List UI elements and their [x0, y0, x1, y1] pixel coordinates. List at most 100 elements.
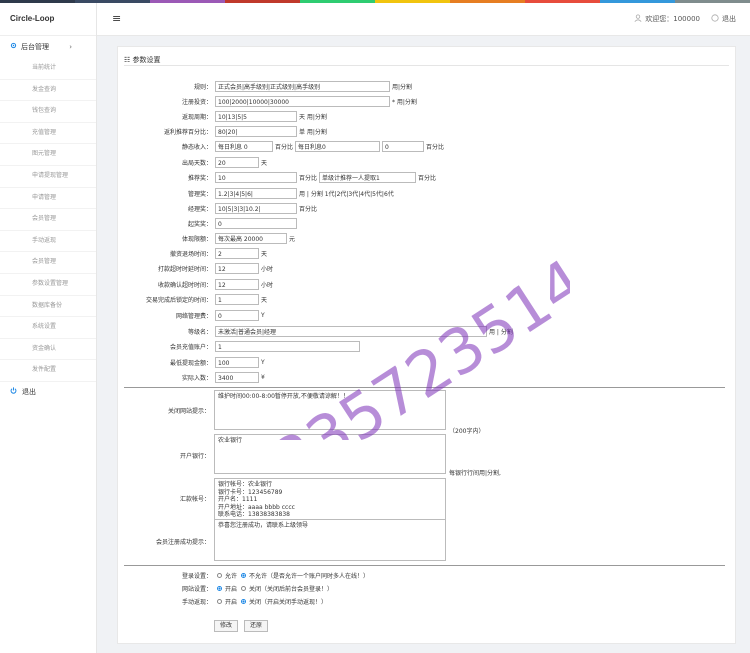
radio-button[interactable] — [241, 573, 247, 578]
panel-divider — [124, 65, 729, 66]
text-input[interactable]: 2 — [215, 248, 259, 259]
field-label: 实际入数： — [181, 375, 212, 382]
radio-button[interactable] — [217, 586, 222, 591]
text-input[interactable]: 0 — [382, 141, 425, 152]
field-label: 推荐奖： — [187, 175, 212, 182]
textarea[interactable]: 农业银行 — [214, 434, 446, 474]
form-row: 经理奖：10|5|3|3|10.2|百分比 — [118, 202, 718, 215]
sidebar-item[interactable]: 钱包查询 — [0, 101, 96, 123]
sidebar-item[interactable]: 会员管理 — [0, 209, 96, 231]
sidebar-item[interactable]: 发金查询 — [0, 80, 96, 102]
top-logout-button[interactable]: 退出 — [711, 14, 736, 24]
field-controls: 10|5|3|3|10.2|百分比 — [215, 202, 317, 215]
field-hint: 天 — [261, 160, 268, 167]
sidebar-item[interactable]: 申请管理 — [0, 188, 96, 210]
field-controls: 3400¥ — [215, 371, 265, 384]
text-input[interactable]: 20 — [215, 157, 259, 168]
text-input[interactable]: 1.2|3|4|5|6| — [215, 188, 297, 199]
textarea-label: 开户银行： — [179, 453, 210, 460]
text-input[interactable]: 正式会员|高手级别|正式级别|高手级别 — [215, 81, 390, 92]
sidebar-section-admin[interactable]: 后台管理 › — [0, 36, 96, 58]
sidebar-item[interactable]: 充值管理 — [0, 123, 96, 145]
sidebar-item[interactable]: 资金确认 — [0, 339, 96, 361]
sidebar-section-label: 后台管理 — [21, 43, 49, 51]
sidebar-item[interactable]: 当前统计 — [0, 58, 96, 80]
reset-button[interactable]: 还原 — [244, 620, 269, 632]
power-icon — [10, 382, 17, 402]
field-hint: Y — [261, 359, 265, 366]
field-hint: 天 用|分割 — [299, 114, 327, 121]
text-input[interactable]: 12 — [215, 263, 259, 274]
form-row: 会员充值账户：1 — [118, 340, 718, 353]
text-input[interactable]: 每次最高 20000 — [215, 233, 287, 244]
sidebar-item[interactable]: 图元管理 — [0, 144, 96, 166]
top-bar: ≡ 欢迎您：100000 退出 — [97, 3, 750, 36]
sidebar-item[interactable]: 手动返现 — [0, 231, 96, 253]
sidebar-item[interactable]: 发件配置 — [0, 360, 96, 382]
radio-button[interactable] — [241, 586, 247, 591]
color-segment — [0, 0, 75, 3]
color-segment — [150, 0, 225, 3]
text-input[interactable]: 未激活|普通会员|经理 — [215, 326, 487, 337]
text-input[interactable]: 10|5|3|3|10.2| — [215, 203, 297, 214]
text-input[interactable]: 0 — [215, 310, 259, 321]
radio-label: 网站设置： — [181, 586, 212, 593]
text-input[interactable]: 单级计推荐一人提取1 — [319, 172, 417, 183]
field-hint: 小时 — [261, 282, 274, 289]
text-input[interactable]: 1 — [215, 294, 259, 305]
textarea[interactable]: 恭喜您注册成功，请联系上级领导 — [214, 519, 446, 561]
textarea[interactable]: 维护时间00:00-8:00暂停开放,不便敬请谅解！！ — [214, 390, 446, 430]
field-hint: 天 — [261, 251, 268, 258]
radio-button[interactable] — [217, 573, 222, 578]
list-icon: ☷ — [124, 56, 133, 64]
text-input[interactable]: 10|13|5|5 — [215, 111, 297, 122]
menu-toggle-icon[interactable]: ≡ — [112, 12, 122, 25]
radio-button[interactable] — [217, 599, 222, 604]
field-label: 会员充值账户： — [169, 344, 212, 351]
field-controls: 未激活|普通会员|经理用 | 分割 — [215, 325, 513, 338]
text-input[interactable]: 每日利息 0 — [215, 141, 273, 152]
gear-icon — [10, 36, 17, 58]
radio-row: 网站设置：开启关闭（关闭后前台会员登录！） — [118, 582, 718, 595]
color-segment — [525, 0, 600, 3]
text-input[interactable]: 12 — [215, 279, 259, 290]
form-row: 等级名：未激活|普通会员|经理用 | 分割 — [118, 325, 718, 338]
text-input[interactable]: 每日利息0 — [295, 141, 381, 152]
field-label: 体现限额： — [181, 236, 212, 243]
text-input[interactable]: 10 — [215, 172, 297, 183]
sidebar-logout[interactable]: 退出 — [0, 382, 96, 402]
radio-row: 手动返现：开启关闭（开启关闭手动返现！） — [118, 595, 718, 608]
field-label: 收款确认超时时间： — [157, 282, 212, 289]
field-hint: 用|分割 — [392, 84, 413, 91]
color-segment — [675, 0, 750, 3]
radio-button[interactable] — [241, 599, 247, 604]
text-input[interactable]: 0 — [215, 218, 297, 229]
sidebar-item[interactable]: 参数设置管理 — [0, 274, 96, 296]
field-controls: 80|20|单 用|分割 — [215, 125, 327, 138]
top-logout-label: 退出 — [722, 15, 736, 23]
text-input[interactable]: 3400 — [215, 372, 259, 383]
color-segment — [450, 0, 525, 3]
user-icon — [634, 14, 642, 24]
submit-button[interactable]: 修改 — [214, 620, 239, 632]
text-input[interactable]: 1 — [215, 341, 360, 352]
field-label: 打款超时时延时间： — [157, 266, 212, 273]
text-input[interactable]: 100 — [215, 357, 259, 368]
color-segment — [600, 0, 675, 3]
textarea-label: 会员注册成功提示： — [155, 539, 210, 546]
radio-label: 手动返现： — [181, 599, 212, 606]
field-hint: 百分比 — [426, 144, 445, 151]
power-icon — [711, 14, 719, 24]
sidebar-item[interactable]: 会员管理 — [0, 252, 96, 274]
sidebar-item[interactable]: 系统设置 — [0, 317, 96, 339]
field-label: 注册投资： — [181, 99, 212, 106]
sidebar-item[interactable]: 数据库备份 — [0, 296, 96, 318]
text-input[interactable]: 80|20| — [215, 126, 297, 137]
text-input[interactable]: 100|2000|10000|30000 — [215, 96, 390, 107]
textarea[interactable]: 银行帐号：农业银行 银行卡号：123456789 开户名：1111 开户地址：a… — [214, 478, 446, 520]
sidebar-item[interactable]: 申请提现管理 — [0, 166, 96, 188]
